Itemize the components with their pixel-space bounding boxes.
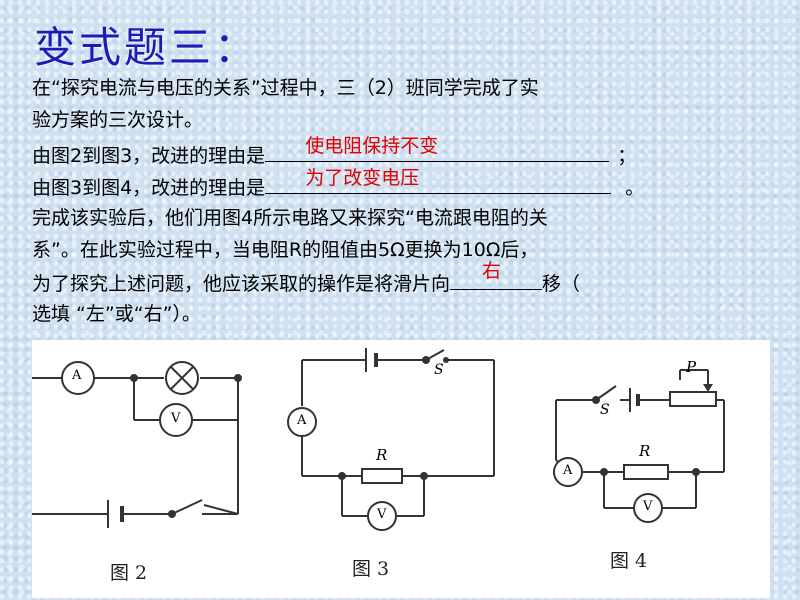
answer-blank-1: 使电阻保持不变 [265, 135, 610, 162]
fig4-resistor [623, 464, 669, 480]
fig3-ammeter-label: A [297, 413, 307, 428]
figure-4-caption: 图 4 [610, 550, 648, 572]
answer-3: 右 [482, 260, 502, 282]
fig4-slider [703, 384, 713, 392]
question-line-1: 在“探究电流与电压的关系”过程中，三（2）班同学完成了实 [32, 77, 539, 99]
fig2-ammeter-label: A [72, 368, 82, 383]
answer-2: 为了改变电压 [305, 167, 420, 189]
question-line-4: 由图3到图4，改进的理由是 为了改变电压 。 [32, 167, 645, 202]
fig2-voltmeter [159, 403, 193, 437]
circuit-diagrams [32, 348, 725, 531]
circuit-figure-4 [553, 369, 725, 523]
fig3-switch-label: S [434, 362, 444, 378]
fig4-resistor-label: R [639, 442, 651, 460]
fig4-switch-label: S [600, 402, 610, 418]
fig2-switch [171, 499, 203, 515]
line4-suffix: 。 [625, 177, 645, 199]
fig3-resistor [361, 468, 403, 484]
line7-suffix: 移（ [542, 273, 581, 295]
line7-prefix: 为了探究上述问题，他应该采取的操作是将滑片向 [32, 273, 451, 295]
fig2-voltmeter-label: V [171, 411, 181, 426]
answer-blank-2: 为了改变电压 [265, 167, 612, 194]
fig2-ammeter [61, 361, 95, 395]
fig4-slider-label: P [686, 358, 697, 376]
fig3-voltmeter [367, 501, 397, 531]
fig3-switch [425, 349, 445, 361]
question-line-8: 选填 “左”或“右”）。 [32, 303, 201, 325]
line3-suffix: ； [617, 145, 637, 167]
figure-2-caption: 图 2 [110, 562, 148, 584]
fig4-ammeter-label: A [563, 463, 573, 478]
question-line-5: 完成该实验后，他们用图4所示电路又来探究“电流跟电阻的关 [32, 207, 548, 229]
line3-prefix: 由图2到图3，改进的理由是 [32, 145, 266, 167]
answer-blank-3: 右 [450, 260, 543, 290]
circuit-figures-panel: A V A S R V A S P R V 图 2 图 3 图 4 [32, 340, 770, 598]
fig4-voltmeter-label: V [643, 499, 653, 514]
question-line-3: 由图2到图3，改进的理由是 使电阻保持不变 ； [32, 135, 637, 170]
circuit-figure-2 [32, 361, 242, 528]
figure-3-caption: 图 3 [352, 558, 390, 580]
line4-prefix: 由图3到图4，改进的理由是 [32, 177, 266, 199]
fig4-switch [595, 385, 617, 401]
fig3-voltmeter-label: V [377, 507, 387, 522]
circuit-figure-3 [287, 348, 495, 531]
answer-1: 使电阻保持不变 [305, 135, 439, 157]
question-line-2: 验方案的三次设计。 [32, 109, 204, 131]
question-line-6: 系”。在此实验过程中，当电阻R的阻值由5Ω更换为10Ω后， [32, 239, 539, 261]
fig4-rheostat [669, 391, 717, 407]
fig4-voltmeter [633, 493, 663, 523]
question-line-7: 为了探究上述问题，他应该采取的操作是将滑片向 右移（ [32, 260, 581, 298]
fig3-resistor-label: R [376, 446, 388, 464]
fig2-bulb [165, 361, 199, 395]
slide-title: 变式题三： [34, 23, 260, 72]
